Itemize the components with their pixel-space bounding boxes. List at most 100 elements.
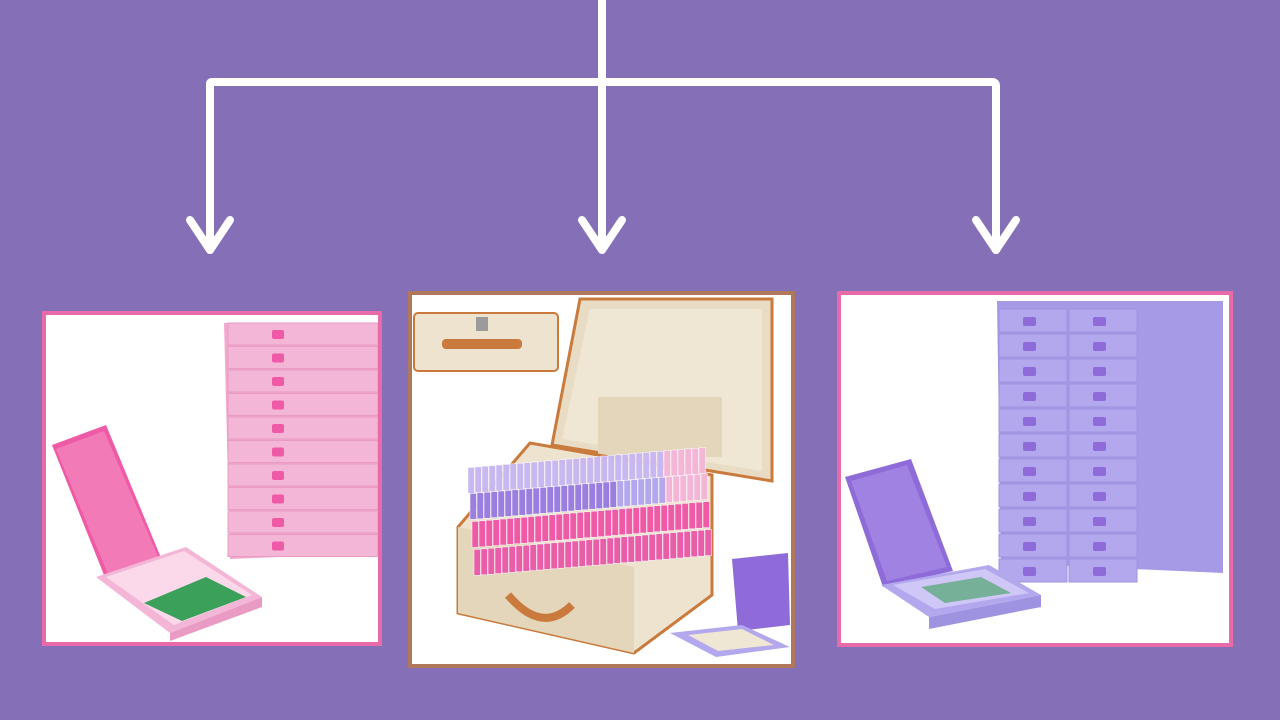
drawer-latch-icon [1023,517,1036,526]
case-box-slot [469,493,477,520]
case-box-slot [679,475,687,502]
case-box-slot [499,518,507,546]
case-box-slot [532,487,540,515]
case-box-slot [485,519,493,547]
pink-stacked-storage-boxes-icon [46,315,378,642]
case-box-slot [471,521,479,548]
case-box-slot [520,516,528,544]
case-box-slot [569,512,577,540]
case-box-slot [602,481,610,509]
lavender-stacked-storage-boxes-icon [841,295,1229,643]
case-box-slot [588,482,596,510]
case-box-slot [564,541,572,568]
pink-drawer [227,440,378,463]
case-box-slot [579,457,587,485]
case-box-slot [632,507,640,534]
drawer-latch-icon [1093,367,1106,376]
drawer-latch-icon [1023,492,1036,501]
case-box-slot [558,459,566,486]
arrowhead-right-icon [972,216,1020,254]
pink-drawer [227,393,378,416]
pink-drawer [227,369,378,393]
case-box-slot [565,458,573,486]
case-box-slot [651,477,659,505]
case-box-slot [688,502,696,530]
product-panel-carry-case[interactable] [408,291,795,668]
pink-drawer [227,463,378,487]
drawer-latch-icon [272,330,284,339]
mini-purple-tray [670,553,790,657]
case-box-slot [590,510,598,538]
case-box-slot [698,447,706,474]
case-box-slot [702,501,710,528]
arrowhead-middle-icon [578,216,626,254]
case-box-slot [487,547,495,575]
case-box-slot [613,537,621,564]
pink-drawer [227,346,378,369]
case-box-slot [490,491,498,518]
case-box-slot [574,484,582,511]
case-box-slot [495,464,503,492]
case-box-slot [697,529,705,557]
case-box-slot [642,452,650,479]
case-box-slot [506,518,514,545]
case-box-slot [595,482,603,509]
open-purple-tray [845,459,1041,629]
drawer-latch-icon [1093,417,1106,426]
case-box-slot [635,452,643,480]
pink-box-stack [224,322,378,559]
product-panel-pink-stack[interactable] [42,311,382,646]
case-box-slot [572,458,580,485]
case-box-slot [691,447,699,475]
case-box-slot [492,519,500,546]
case-box-slot [494,547,502,574]
closed-case-inset [413,312,559,372]
case-box-slot [476,492,484,520]
case-box-slot [525,488,533,515]
case-box-slot [544,460,552,488]
case-box-slot [508,546,516,573]
case-box-slot [546,486,554,514]
pink-drawer [227,534,378,557]
case-box-slot [606,537,614,565]
case-box-slot [586,456,594,484]
case-box-slot [646,506,654,533]
case-box-slot [662,532,670,560]
case-box-slot [515,545,523,573]
case-box-slot [695,501,703,529]
case-box-slot [704,529,712,556]
case-box-slot [672,475,680,503]
case-box-slot [578,540,586,567]
case-box-slot [677,449,685,476]
case-box-slot [593,456,601,483]
case-box-slot [655,533,663,561]
case-box-slot [537,461,545,488]
case-box-slot [609,481,617,508]
case-box-slot [600,455,608,483]
case-box-slot [607,455,615,482]
case-box-slot [630,479,638,506]
drawer-latch-icon [1023,317,1036,326]
case-box-slot [536,543,544,571]
open-case-lid [550,297,774,483]
drawer-latch-icon [1093,467,1106,476]
case-box-slot [604,509,612,537]
case-box-slot [504,490,512,517]
drawer-latch-icon [1093,542,1106,551]
case-box-slot [560,485,568,512]
case-box-slot [599,538,607,565]
case-box-slot [581,483,589,511]
pink-drawer [227,510,378,534]
case-box-slot [684,448,692,476]
case-box-slot [511,489,519,517]
case-box-slot [527,516,535,543]
case-box-slot [516,462,524,490]
branch-bar [206,78,1000,254]
case-box-slot [649,451,657,479]
pink-drawer [227,416,378,440]
case-box-slot [571,540,579,568]
product-panel-lavender-stack[interactable] [837,291,1233,647]
drawer-latch-icon [272,447,284,457]
drawer-latch-icon [1023,467,1036,476]
drawer-latch-icon [272,424,284,433]
